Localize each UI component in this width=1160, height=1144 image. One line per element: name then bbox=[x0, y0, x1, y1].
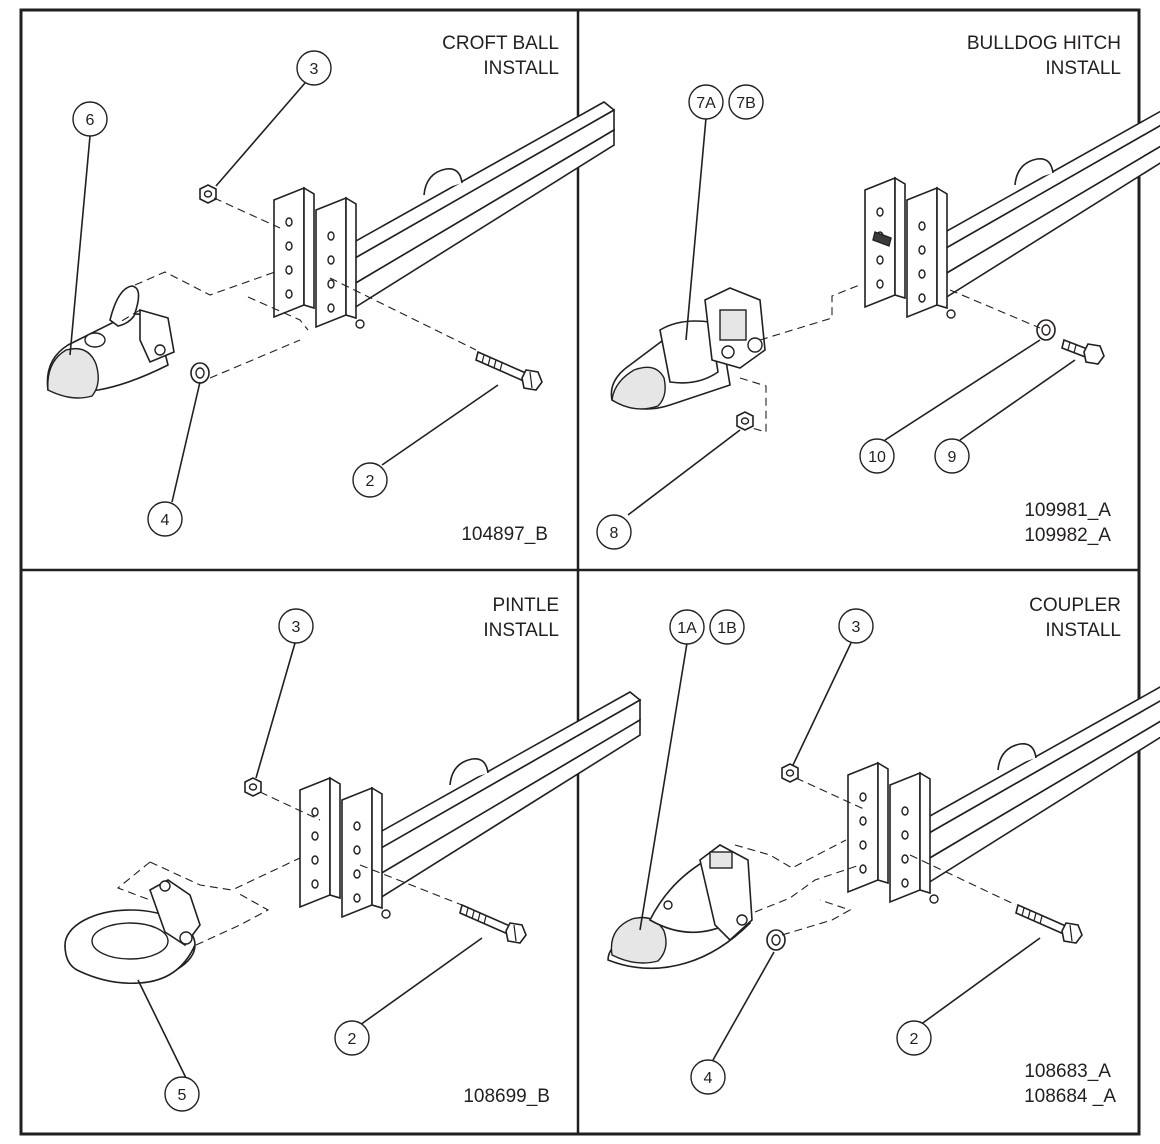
svg-text:2: 2 bbox=[910, 1031, 919, 1048]
tongue-frame-drawing bbox=[864, 91, 1160, 319]
bolt-icon bbox=[459, 904, 527, 944]
pintle-eye-drawing bbox=[64, 879, 201, 985]
part-number: 108683_A bbox=[1024, 1061, 1111, 1082]
coupler-drawing bbox=[607, 844, 753, 970]
svg-text:8: 8 bbox=[610, 525, 619, 542]
panel-coupler-install: COUPLER INSTALL 108683_A 108684 _A bbox=[607, 595, 1160, 1107]
svg-text:5: 5 bbox=[178, 1087, 187, 1104]
callout-bubble: 7B bbox=[728, 84, 764, 120]
callout-bubble: 5 bbox=[164, 1076, 200, 1112]
washer-icon bbox=[766, 929, 786, 951]
svg-text:4: 4 bbox=[704, 1070, 713, 1087]
part-number: 108699_B bbox=[463, 1086, 550, 1107]
washer-icon bbox=[190, 362, 210, 384]
panel-title-line2: INSTALL bbox=[1045, 620, 1121, 641]
panel-croft-ball-install: CROFT BALL INSTALL 104897_B bbox=[46, 33, 615, 545]
part-number: 108684 _A bbox=[1024, 1086, 1116, 1107]
panel-title-line2: INSTALL bbox=[1045, 58, 1121, 79]
callout-bubble: 7A bbox=[688, 84, 724, 120]
panel-bulldog-hitch-install: BULLDOG HITCH INSTALL 109981_A 109982_A bbox=[596, 33, 1160, 550]
part-number: 109982_A bbox=[1024, 525, 1111, 546]
callout-bubble: 8 bbox=[596, 514, 632, 550]
part-number: 104897_B bbox=[461, 524, 548, 545]
callout-bubble: 9 bbox=[934, 438, 970, 474]
svg-text:7A: 7A bbox=[696, 95, 716, 112]
bolt-icon bbox=[475, 351, 543, 391]
panel-title-line1: PINTLE bbox=[492, 595, 559, 616]
callout-bubble: 3 bbox=[838, 608, 874, 644]
nut-icon bbox=[244, 777, 262, 797]
panel-title-line1: CROFT BALL bbox=[442, 33, 559, 54]
part-number: 109981_A bbox=[1024, 500, 1111, 521]
svg-text:2: 2 bbox=[366, 473, 375, 490]
panel-title-line1: BULLDOG HITCH bbox=[967, 33, 1121, 54]
nut-icon bbox=[781, 763, 799, 783]
callout-bubble: 2 bbox=[334, 1020, 370, 1056]
svg-text:1B: 1B bbox=[717, 620, 737, 637]
bolt-icon bbox=[1015, 904, 1083, 944]
svg-text:3: 3 bbox=[310, 61, 319, 78]
sheet-border bbox=[19, 8, 1141, 1136]
svg-text:2: 2 bbox=[348, 1031, 357, 1048]
callout-bubble: 6 bbox=[72, 101, 108, 137]
tongue-frame-drawing bbox=[847, 676, 1160, 904]
svg-text:9: 9 bbox=[948, 449, 957, 466]
nut-icon bbox=[736, 411, 754, 431]
panel-pintle-install: PINTLE INSTALL 108699_B 3 bbox=[64, 595, 641, 1112]
panel-title-line1: COUPLER bbox=[1029, 595, 1121, 616]
svg-text:6: 6 bbox=[86, 112, 95, 129]
panel-title-line2: INSTALL bbox=[483, 58, 559, 79]
callout-bubble: 4 bbox=[147, 501, 183, 537]
washer-icon bbox=[1036, 319, 1056, 341]
callout-bubble: 3 bbox=[278, 608, 314, 644]
svg-text:3: 3 bbox=[852, 619, 861, 636]
callout-bubble: 4 bbox=[690, 1059, 726, 1095]
panel-title-line2: INSTALL bbox=[483, 620, 559, 641]
svg-text:7B: 7B bbox=[736, 95, 756, 112]
svg-text:1A: 1A bbox=[677, 620, 697, 637]
callout-bubble: 3 bbox=[296, 50, 332, 86]
callout-bubble: 1B bbox=[709, 609, 745, 645]
tongue-frame-drawing bbox=[299, 691, 641, 919]
callout-bubble: 10 bbox=[859, 438, 895, 474]
svg-text:10: 10 bbox=[868, 449, 886, 466]
svg-text:3: 3 bbox=[292, 619, 301, 636]
tongue-frame-drawing bbox=[273, 101, 615, 329]
croft-ball-hitch-drawing bbox=[46, 285, 175, 399]
callout-bubble: 2 bbox=[896, 1020, 932, 1056]
svg-text:4: 4 bbox=[161, 512, 170, 529]
bulldog-hitch-drawing bbox=[610, 287, 766, 410]
callout-bubble: 2 bbox=[352, 462, 388, 498]
nut-icon bbox=[199, 184, 217, 204]
callout-bubble: 1A bbox=[669, 609, 705, 645]
